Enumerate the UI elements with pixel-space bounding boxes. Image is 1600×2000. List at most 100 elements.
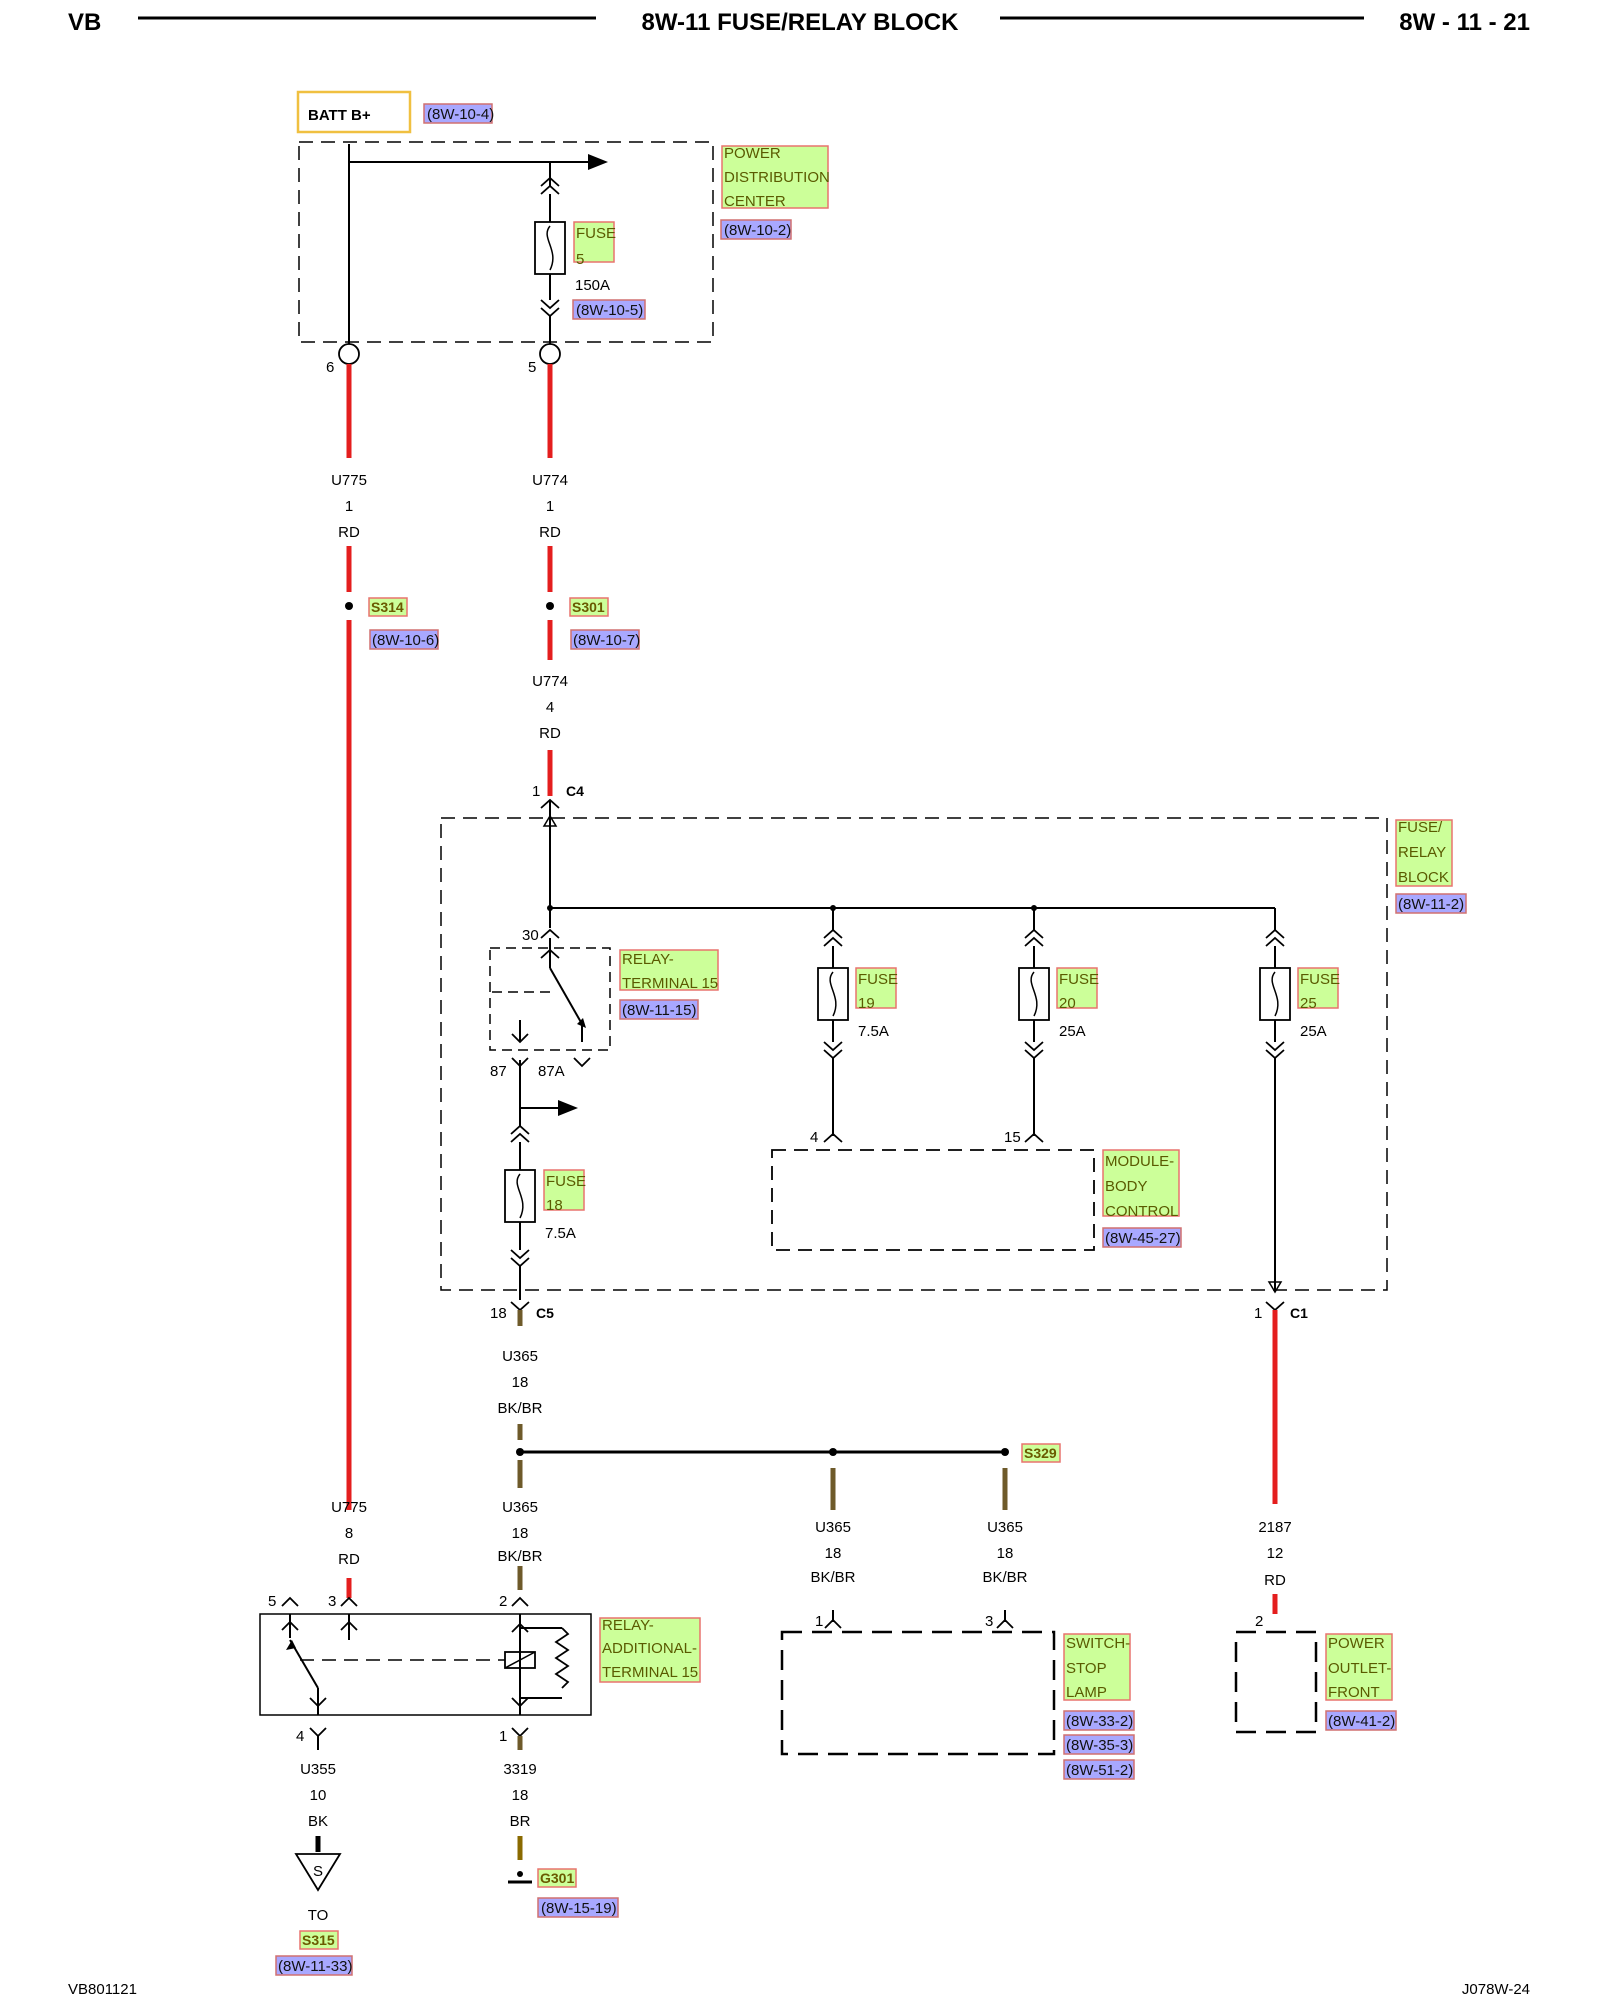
u365-br1-color: BK/BR bbox=[810, 1569, 855, 1586]
power-outlet-front[interactable] bbox=[1234, 1630, 1318, 1734]
fuse-18-rating: 7.5A bbox=[545, 1225, 576, 1242]
u774-top-color: RD bbox=[539, 524, 561, 541]
pdc-pin-5: 5 bbox=[528, 359, 536, 376]
relay-t15-xref[interactable]: (8W-11-15) bbox=[622, 1002, 696, 1019]
stop-switch-xref-3[interactable]: (8W-51-2) bbox=[1066, 1762, 1133, 1779]
u774-mid-gauge: 4 bbox=[546, 699, 554, 716]
stop-switch-xref-2[interactable]: (8W-35-3) bbox=[1066, 1737, 1133, 1754]
pdc-xref[interactable]: (8W-10-2) bbox=[724, 222, 791, 239]
header-left: VB bbox=[68, 9, 101, 36]
bcm-pin-15: 15 bbox=[1004, 1129, 1021, 1146]
fuse-25-label-2: 25 bbox=[1300, 995, 1317, 1012]
fuse-18-label-1: FUSE bbox=[546, 1173, 586, 1190]
relay-additional-terminal-15[interactable] bbox=[259, 1596, 592, 1716]
u355-circuit: U355 bbox=[300, 1761, 336, 1778]
switch-stop-lamp[interactable] bbox=[780, 1610, 1056, 1756]
power-outlet-name-3: FRONT bbox=[1328, 1684, 1380, 1701]
relay-t15-name-1: RELAY- bbox=[622, 951, 674, 968]
w3319-color: BR bbox=[510, 1813, 531, 1830]
connector-c5[interactable] bbox=[510, 1301, 530, 1326]
fuse-5-label-2: 5 bbox=[576, 251, 584, 268]
module-body-control[interactable] bbox=[771, 1149, 1095, 1251]
footer-left: VB801121 bbox=[68, 1981, 137, 1998]
bcm-name-3: CONTROL bbox=[1105, 1203, 1178, 1220]
stop-switch-name-1: SWITCH- bbox=[1066, 1635, 1130, 1652]
stop-switch-pin-1: 1 bbox=[815, 1613, 823, 1630]
fuse-5[interactable] bbox=[534, 176, 566, 344]
ground-g301-symbol bbox=[508, 1871, 532, 1884]
to-s315: S315 bbox=[302, 1932, 335, 1948]
fuse-18-label-2: 18 bbox=[546, 1197, 563, 1214]
fuse-20-rating: 25A bbox=[1059, 1023, 1086, 1040]
w3319-circuit: 3319 bbox=[503, 1761, 536, 1778]
splice-s329: S329 bbox=[1024, 1445, 1057, 1461]
u355-color: BK bbox=[308, 1813, 328, 1830]
fuse-25-rating: 25A bbox=[1300, 1023, 1327, 1040]
wire-u365[interactable] bbox=[517, 1424, 1008, 1590]
u774-mid-circuit: U774 bbox=[532, 673, 568, 690]
c4-pin: 1 bbox=[532, 783, 540, 800]
splice-s301-xref[interactable]: (8W-10-7) bbox=[573, 632, 640, 649]
splice-s314-dot bbox=[345, 602, 353, 610]
power-distribution-center: FUSE 5 150A (8W-10-5) POWER DISTRIBUTION… bbox=[298, 141, 830, 376]
u365-bot-circuit: U365 bbox=[502, 1499, 538, 1516]
batt-label: BATT B+ bbox=[308, 107, 371, 124]
u775-top-circuit: U775 bbox=[331, 472, 367, 489]
connector-c1[interactable] bbox=[1265, 1301, 1285, 1312]
bcm-name-1: MODULE- bbox=[1105, 1153, 1174, 1170]
stop-switch-xref-1[interactable]: (8W-33-2) bbox=[1066, 1713, 1133, 1730]
fuse-19[interactable] bbox=[817, 908, 849, 1143]
bcm-pin-4: 4 bbox=[810, 1129, 818, 1146]
u365-top-circuit: U365 bbox=[502, 1348, 538, 1365]
fuse-19-label-1: FUSE bbox=[858, 971, 898, 988]
frb-name-2: RELAY bbox=[1398, 844, 1446, 861]
relay-add-pin-4: 4 bbox=[296, 1728, 304, 1745]
w2187-color: RD bbox=[1264, 1572, 1286, 1589]
frb-xref[interactable]: (8W-11-2) bbox=[1398, 896, 1464, 913]
relay-pin-87a: 87A bbox=[538, 1063, 565, 1080]
fuse-20-label-1: FUSE bbox=[1059, 971, 1099, 988]
relay-add-pin-1: 1 bbox=[499, 1728, 507, 1745]
fuse-25[interactable] bbox=[1259, 908, 1291, 1294]
relay-add-pin-2: 2 bbox=[499, 1593, 507, 1610]
relay-pin-87: 87 bbox=[490, 1063, 507, 1080]
footer-right: J078W-24 bbox=[1462, 1981, 1530, 1998]
u775-top-color: RD bbox=[338, 524, 360, 541]
fuse-20[interactable] bbox=[1018, 908, 1050, 1143]
u774-top-gauge: 1 bbox=[546, 498, 554, 515]
relay-t15-name-2: TERMINAL 15 bbox=[622, 975, 718, 992]
u775-bot-circuit: U775 bbox=[331, 1499, 367, 1516]
page-title: 8W-11 FUSE/RELAY BLOCK bbox=[642, 9, 960, 36]
bcm-xref[interactable]: (8W-45-27) bbox=[1105, 1230, 1181, 1247]
pdc-name-2: DISTRIBUTION bbox=[724, 169, 830, 186]
fuse-18[interactable] bbox=[504, 1124, 536, 1300]
fuse-5-rating: 150A bbox=[575, 277, 610, 294]
ground-g301: G301 bbox=[540, 1870, 574, 1886]
splice-s301: S301 bbox=[572, 599, 605, 615]
relay-add-name-2: ADDITIONAL- bbox=[602, 1640, 697, 1657]
batt-xref[interactable]: (8W-10-4) bbox=[427, 106, 494, 123]
fuse-5-label-1: FUSE bbox=[576, 225, 616, 242]
splice-s301-dot bbox=[546, 602, 554, 610]
w3319-gauge: 18 bbox=[512, 1787, 529, 1804]
splice-s314-xref[interactable]: (8W-10-6) bbox=[372, 632, 439, 649]
c5-pin: 18 bbox=[490, 1305, 507, 1322]
fuse-5-xref[interactable]: (8W-10-5) bbox=[576, 302, 643, 319]
w2187-gauge: 12 bbox=[1267, 1545, 1284, 1562]
stop-switch-pin-3: 3 bbox=[985, 1613, 993, 1630]
relay-terminal-15[interactable] bbox=[489, 938, 611, 1076]
to-label: TO bbox=[308, 1907, 329, 1924]
power-outlet-xref[interactable]: (8W-41-2) bbox=[1328, 1713, 1395, 1730]
splice-s315-symbol: S bbox=[294, 1853, 342, 1892]
u365-bot-color: BK/BR bbox=[497, 1548, 542, 1565]
u775-bot-gauge: 8 bbox=[345, 1525, 353, 1542]
pdc-name-1: POWER bbox=[724, 145, 781, 162]
pdc-pin-6: 6 bbox=[326, 359, 334, 376]
fuse-19-rating: 7.5A bbox=[858, 1023, 889, 1040]
stop-switch-name-3: LAMP bbox=[1066, 1684, 1107, 1701]
ground-g301-xref[interactable]: (8W-15-19) bbox=[541, 1900, 617, 1917]
relay-add-pin-5: 5 bbox=[268, 1593, 276, 1610]
relay-pin-30: 30 bbox=[522, 927, 539, 944]
to-s315-xref[interactable]: (8W-11-33) bbox=[278, 1958, 352, 1975]
frb-name-1: FUSE/ bbox=[1398, 819, 1443, 836]
